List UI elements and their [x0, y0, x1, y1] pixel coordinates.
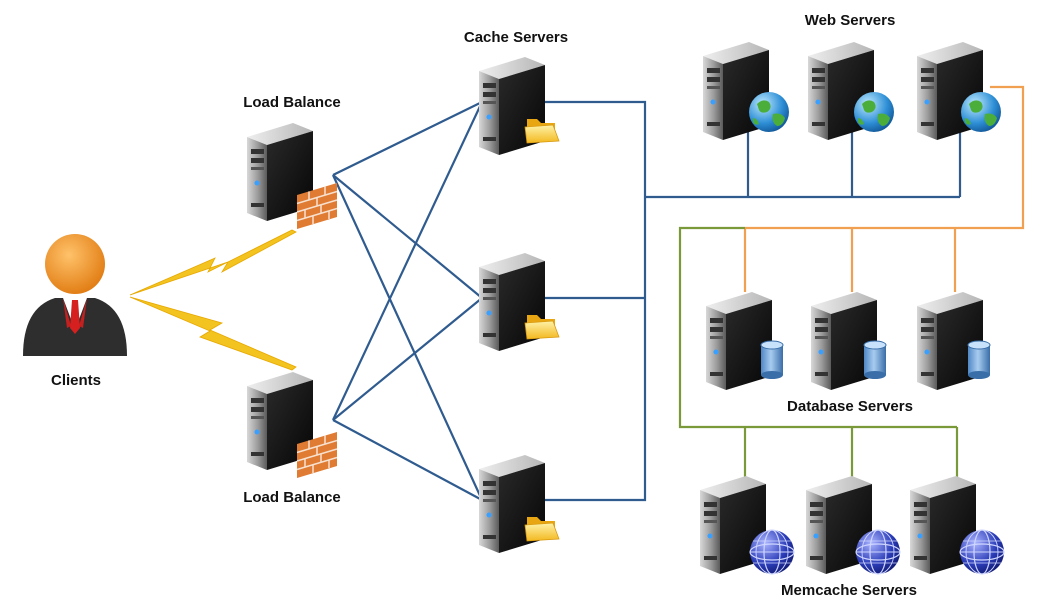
load-balancer-bottom: [247, 372, 338, 479]
cache-server-2: [479, 253, 560, 351]
memcache-server-1: [700, 476, 795, 575]
network-globe-icon: [959, 529, 1005, 575]
web-server-3: [917, 42, 1001, 140]
database-icon: [863, 340, 887, 380]
link-lb1-cache1: [332, 101, 483, 176]
globe-icon: [749, 92, 789, 132]
link-lb2-cache3: [332, 419, 483, 501]
database-icon: [967, 340, 991, 380]
database-server-3: [917, 292, 991, 390]
web-server-1: [703, 42, 789, 140]
cache-servers-label: Cache Servers: [463, 29, 569, 46]
lightning-bolts: [129, 229, 297, 371]
globe-icon: [961, 92, 1001, 132]
link-lb1-cache2: [332, 174, 483, 299]
web-servers-label: Web Servers: [804, 12, 896, 29]
memcache-bus: [678, 226, 957, 429]
cache-web-links: [545, 100, 962, 502]
memcache-links: [678, 226, 959, 478]
web-db-links: [743, 85, 1025, 292]
client-user-icon: [23, 234, 127, 356]
load-balance-bottom-label: Load Balance: [243, 489, 341, 506]
database-server-2: [811, 292, 887, 390]
clients-label: Clients: [50, 372, 102, 389]
database-servers-label: Database Servers: [787, 398, 913, 415]
link-lb1-cache3: [332, 174, 483, 501]
db-bus: [745, 85, 1025, 230]
cache-bus: [545, 100, 647, 502]
globe-icon: [854, 92, 894, 132]
web-server-2: [808, 42, 894, 140]
load-balancer-top: [247, 123, 338, 230]
load-balance-top-label: Load Balance: [243, 94, 341, 111]
network-globe-icon: [855, 529, 901, 575]
lightning-bolt-bottom: [129, 296, 297, 371]
network-globe-icon: [749, 529, 795, 575]
memcache-server-3: [910, 476, 1005, 575]
cache-server-1: [479, 57, 560, 155]
link-lb2-cache2: [332, 297, 483, 421]
database-server-1: [706, 292, 784, 390]
memcache-servers-label: Memcache Servers: [781, 582, 917, 599]
database-icon: [760, 340, 784, 380]
memcache-server-2: [806, 476, 901, 575]
lb-cache-links: [332, 101, 483, 501]
cache-server-3: [479, 455, 560, 553]
lightning-bolt-top: [129, 229, 297, 296]
link-lb2-cache1: [332, 101, 483, 421]
